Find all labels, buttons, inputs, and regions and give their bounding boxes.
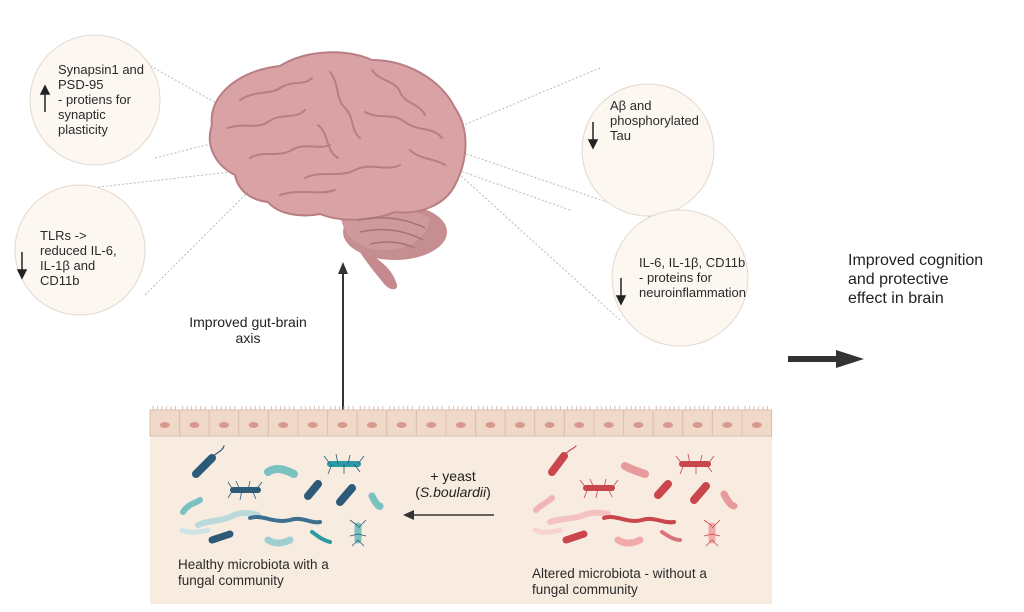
abeta-label: Aβ and phosphorylated Tau: [610, 98, 699, 143]
healthy-label: Healthy microbiota with a fungal communi…: [178, 557, 329, 588]
cell-nucleus: [751, 422, 762, 428]
brain-illustration: [208, 51, 467, 290]
cell-nucleus: [189, 422, 200, 428]
cell-nucleus: [367, 422, 377, 428]
altered-label: Altered microbiota - without a fungal co…: [532, 566, 707, 597]
bubble-tlr: [14, 184, 146, 316]
outcome-arrow: [788, 350, 864, 368]
cell-nucleus: [544, 422, 555, 428]
treatment-paren-open: (: [415, 484, 420, 500]
treatment-arrow: [403, 510, 494, 520]
altered-microbiota: [532, 445, 738, 547]
cell-nucleus: [248, 422, 259, 428]
gut-region: [149, 406, 773, 604]
cell-nucleus: [633, 422, 644, 428]
gut-brain-label: Improved gut-brain axis: [189, 314, 307, 346]
cell-nucleus: [307, 422, 318, 428]
cell-nucleus: [159, 422, 170, 428]
cell-nucleus: [219, 422, 229, 428]
il6-label: IL-6, IL-1β, CD11b - proteins for neuroi…: [639, 255, 746, 300]
cell-nucleus: [455, 422, 466, 428]
cell-nucleus: [337, 422, 348, 428]
cell-nucleus: [426, 422, 437, 428]
epithelial-cell: [741, 409, 773, 437]
treatment-paren-close: ): [486, 484, 491, 500]
cell-nucleus: [722, 422, 733, 428]
bubble-synapsin: [29, 34, 161, 166]
cell-nucleus: [603, 422, 614, 428]
cell-nucleus: [396, 422, 407, 428]
treatment-species: S.boulardii: [419, 484, 487, 500]
treatment-line2: (S.boulardii): [398, 484, 508, 500]
cell-nucleus: [663, 422, 673, 428]
gut-brain-arrow: [338, 262, 348, 410]
treatment-label: + yeast (S.boulardii): [398, 468, 508, 500]
epithelial-cell: [238, 409, 269, 437]
cell-nucleus: [515, 422, 525, 428]
bubble-il6: [611, 209, 749, 347]
bubble-arrows: [16, 84, 627, 306]
bubble-abeta: [581, 83, 715, 217]
cell-nucleus: [485, 422, 496, 428]
treatment-line1: + yeast: [430, 468, 476, 484]
cell-nucleus: [574, 422, 585, 428]
synapsin-label: Synapsin1 and PSD-95 - protiens for syna…: [58, 62, 145, 137]
tlr-label: TLRs -> reduced IL-6, IL-1β and CD11b: [40, 228, 117, 288]
cell-nucleus: [692, 422, 703, 428]
outcome-label: Improved cognition and protective effect…: [848, 252, 984, 307]
cell-nucleus: [278, 422, 289, 428]
healthy-microbiota: [179, 445, 384, 547]
